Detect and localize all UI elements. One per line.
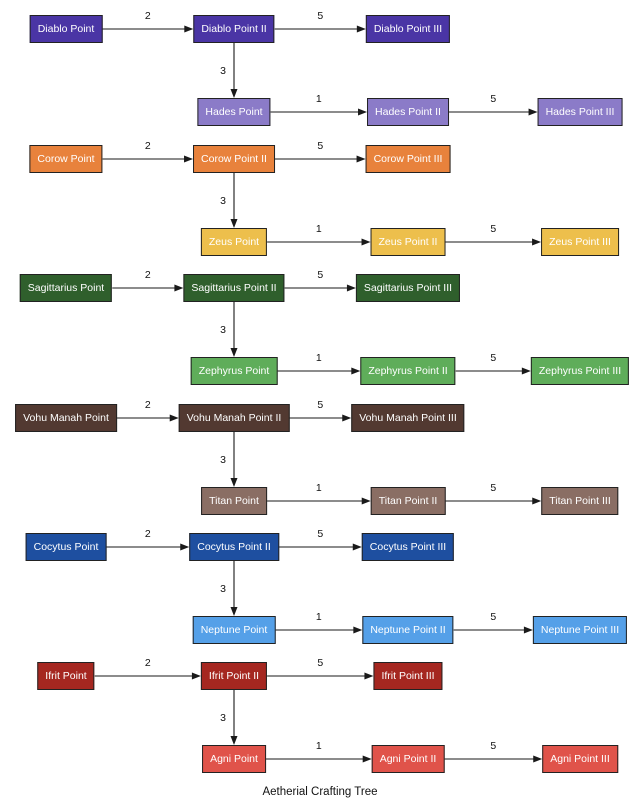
node-neptune-point-ii: Neptune Point II xyxy=(362,616,454,644)
edge-arrowhead xyxy=(356,25,366,33)
node-zephyrus-point-iii: Zephyrus Point III xyxy=(530,357,630,385)
node-titan-point-iii: Titan Point III xyxy=(541,487,619,515)
edge-weight-label: 3 xyxy=(220,64,226,77)
edge-arrowhead xyxy=(230,607,238,616)
node-zeus-point: Zeus Point xyxy=(200,228,268,256)
edge-weight-label: 2 xyxy=(144,656,151,669)
node-zeus-point-ii: Zeus Point II xyxy=(370,228,446,256)
edge-weight-label: 5 xyxy=(317,268,324,281)
node-diablo-point-iii: Diablo Point III xyxy=(365,15,451,43)
edge-weight-label: 5 xyxy=(490,739,497,752)
node-sagittarius-point-iii: Sagittarius Point III xyxy=(355,274,461,302)
edge-weight-label: 5 xyxy=(490,92,497,105)
node-neptune-point: Neptune Point xyxy=(192,616,276,644)
node-diablo-point: Diablo Point xyxy=(29,15,103,43)
edge-arrowhead xyxy=(353,626,363,634)
node-corow-point: Corow Point xyxy=(29,145,103,173)
node-hades-point-iii: Hades Point III xyxy=(537,98,623,126)
edge-weight-label: 1 xyxy=(315,222,322,235)
edge-weight-label: 5 xyxy=(490,610,497,623)
edge-weight-label: 3 xyxy=(220,194,226,207)
edge-weight-label: 1 xyxy=(315,739,322,752)
edge-arrowhead xyxy=(533,755,543,763)
edge-arrowhead xyxy=(342,414,352,422)
edge-weight-label: 5 xyxy=(317,656,324,669)
node-sagittarius-point: Sagittarius Point xyxy=(19,274,113,302)
node-cocytus-point-iii: Cocytus Point III xyxy=(361,533,455,561)
edge-arrowhead xyxy=(528,108,538,116)
edge-weight-label: 5 xyxy=(317,9,324,22)
diagram-title: Aetherial Crafting Tree xyxy=(262,786,378,798)
edge-weight-label: 2 xyxy=(144,139,151,152)
edge-weight-label: 2 xyxy=(144,9,151,22)
node-agni-point-ii: Agni Point II xyxy=(371,745,445,773)
node-ifrit-point: Ifrit Point xyxy=(37,662,95,690)
node-cocytus-point-ii: Cocytus Point II xyxy=(189,533,279,561)
node-titan-point: Titan Point xyxy=(201,487,267,515)
edge-weight-label: 2 xyxy=(144,527,151,540)
edge-arrowhead xyxy=(532,497,542,505)
edge-weight-label: 1 xyxy=(315,92,322,105)
edge-weight-label: 3 xyxy=(220,453,226,466)
edge-weight-label: 5 xyxy=(490,351,497,364)
node-zephyrus-point: Zephyrus Point xyxy=(190,357,278,385)
edge-arrowhead xyxy=(356,155,366,163)
node-ifrit-point-iii: Ifrit Point III xyxy=(373,662,443,690)
edge-weight-label: 2 xyxy=(144,268,151,281)
edge-arrowhead xyxy=(361,238,371,246)
node-sagittarius-point-ii: Sagittarius Point II xyxy=(183,274,285,302)
edge-arrowhead xyxy=(191,672,201,680)
edge-arrowhead xyxy=(230,478,238,487)
edge-arrowhead xyxy=(358,108,368,116)
node-diablo-point-ii: Diablo Point II xyxy=(193,15,275,43)
node-cocytus-point: Cocytus Point xyxy=(25,533,107,561)
edge-arrowhead xyxy=(523,626,533,634)
edge-weight-label: 1 xyxy=(315,481,322,494)
node-vohu-manah-point-ii: Vohu Manah Point II xyxy=(178,404,290,432)
node-titan-point-ii: Titan Point II xyxy=(370,487,446,515)
edge-weight-label: 5 xyxy=(317,527,324,540)
node-vohu-manah-point-iii: Vohu Manah Point III xyxy=(351,404,465,432)
edge-weight-label: 1 xyxy=(315,351,322,364)
edge-arrowhead xyxy=(180,543,190,551)
edge-arrowhead xyxy=(352,543,362,551)
node-zephyrus-point-ii: Zephyrus Point II xyxy=(360,357,456,385)
edge-weight-label: 5 xyxy=(490,222,497,235)
node-hades-point-ii: Hades Point II xyxy=(367,98,449,126)
edge-arrowhead xyxy=(174,284,184,292)
edge-weight-label: 5 xyxy=(317,139,324,152)
edge-arrowhead xyxy=(364,672,374,680)
node-vohu-manah-point: Vohu Manah Point xyxy=(15,404,117,432)
edge-arrowhead xyxy=(230,89,238,98)
edge-weight-label: 3 xyxy=(220,711,226,724)
node-hades-point: Hades Point xyxy=(197,98,271,126)
node-neptune-point-iii: Neptune Point III xyxy=(532,616,628,644)
edge-weight-label: 2 xyxy=(144,398,151,411)
edge-arrowhead xyxy=(230,736,238,745)
edge-arrowhead xyxy=(184,25,194,33)
edge-arrowhead xyxy=(532,238,542,246)
node-agni-point-iii: Agni Point III xyxy=(542,745,618,773)
edge-arrowhead xyxy=(351,367,361,375)
edge-weight-label: 3 xyxy=(220,582,226,595)
node-corow-point-iii: Corow Point III xyxy=(365,145,451,173)
node-agni-point: Agni Point xyxy=(202,745,266,773)
edge-weight-label: 5 xyxy=(317,398,324,411)
edge-weight-label: 3 xyxy=(220,323,226,336)
edge-arrowhead xyxy=(361,497,371,505)
edge-arrowhead xyxy=(521,367,531,375)
edge-weight-label: 5 xyxy=(490,481,497,494)
edge-arrowhead xyxy=(230,219,238,228)
edge-arrowhead xyxy=(184,155,194,163)
edge-arrowhead xyxy=(230,348,238,357)
node-corow-point-ii: Corow Point II xyxy=(193,145,275,173)
edge-weight-label: 1 xyxy=(315,610,322,623)
node-ifrit-point-ii: Ifrit Point II xyxy=(200,662,268,690)
edge-arrowhead xyxy=(169,414,179,422)
node-zeus-point-iii: Zeus Point III xyxy=(541,228,619,256)
edge-arrowhead xyxy=(362,755,372,763)
edge-arrowhead xyxy=(346,284,356,292)
